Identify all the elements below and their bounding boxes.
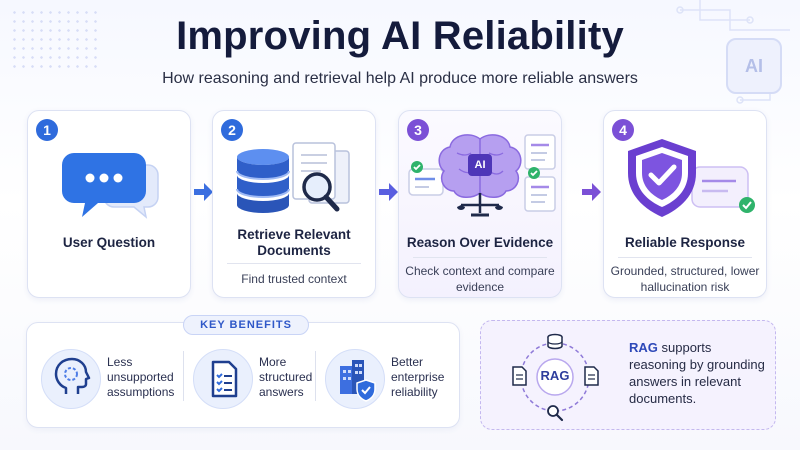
card-divider xyxy=(413,257,547,258)
ai-chip-label: AI xyxy=(474,159,486,171)
benefit-item: Better enterprise reliability xyxy=(325,343,455,415)
shield-check-icon xyxy=(628,139,755,217)
step-description: Check context and compare evidence xyxy=(405,264,555,294)
building-shield-icon xyxy=(340,360,376,402)
step-description: Grounded, structured, lower hallucinatio… xyxy=(610,264,760,294)
step-number-badge: 2 xyxy=(221,119,243,141)
step-title: Reason Over Evidence xyxy=(406,235,554,250)
step-description: Find trusted context xyxy=(241,272,347,286)
benefit-text: Better enterprise reliability xyxy=(391,355,445,399)
card-divider xyxy=(618,257,752,258)
chat-bubble-icon xyxy=(62,153,159,219)
decorative-dot-grid xyxy=(10,8,100,68)
step-title: User Question xyxy=(62,235,156,250)
key-benefits-panel: KEY BENEFITS Less unsupported assumption… xyxy=(26,315,460,428)
benefit-item: Less unsupported assumptions xyxy=(41,343,187,415)
benefit-text: Less unsupported assumptions xyxy=(107,355,175,399)
step-number-badge: 4 xyxy=(612,119,634,141)
benefit-item: More structured answers xyxy=(193,343,339,415)
step-title: Reliable Response xyxy=(624,235,746,250)
step-card-user-question: 1 User Question xyxy=(27,110,191,298)
step-number-badge: 3 xyxy=(407,119,429,141)
page-subtitle: How reasoning and retrieval help AI prod… xyxy=(162,70,638,87)
step-card-reliable-response: 4 Reliable Response Grounded, structured… xyxy=(603,110,767,298)
step-card-retrieve-documents: 2 Retrieve Relevant Documents Find trust… xyxy=(212,110,376,298)
rag-cycle-diagram xyxy=(512,333,599,422)
benefit-text: More structured answers xyxy=(259,355,313,399)
database-search-icon xyxy=(236,142,350,213)
rag-highlight: RAG xyxy=(629,340,658,355)
card-divider xyxy=(227,263,361,264)
checklist-document-icon xyxy=(211,360,238,398)
page-title: Improving AI Reliability xyxy=(176,14,624,58)
rag-description: RAG supports reasoning by grounding answ… xyxy=(629,339,769,407)
step-title: Retrieve Relevant Documents xyxy=(237,227,351,258)
decorative-ai-chip-icon: AI xyxy=(726,38,782,94)
arrow-right-icon xyxy=(194,183,213,201)
benefit-icon-circle xyxy=(193,349,253,409)
arrow-right-icon xyxy=(379,183,398,201)
step-number-badge: 1 xyxy=(36,119,58,141)
arrow-right-icon xyxy=(582,183,601,201)
key-benefits-label: KEY BENEFITS xyxy=(183,315,309,335)
rag-explanation-card: RAG RAG supports reasoning by grounding … xyxy=(480,320,776,430)
step-card-reason-over-evidence: 3 AI Reason Over Evidence Check context … xyxy=(398,110,562,298)
rag-body-text: supports reasoning by grounding answers … xyxy=(629,340,765,406)
benefit-separator xyxy=(315,351,316,401)
benefit-icon-circle xyxy=(41,349,101,409)
benefit-icon-circle xyxy=(325,349,385,409)
ai-brain-icon xyxy=(408,134,556,217)
rag-center-label: RAG xyxy=(540,368,570,383)
benefit-separator xyxy=(183,351,184,401)
head-profile-icon xyxy=(54,357,91,394)
